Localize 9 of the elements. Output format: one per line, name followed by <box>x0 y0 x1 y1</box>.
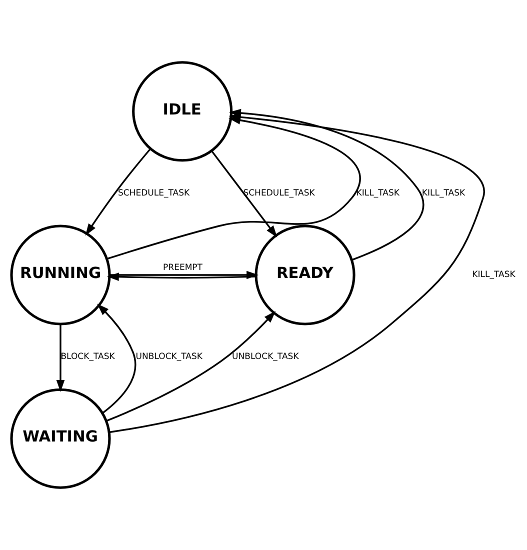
edge-label: KILL_TASK <box>356 188 400 198</box>
edge-label: BLOCK_TASK <box>60 352 115 362</box>
edge-label: SCHEDULE_TASK <box>243 188 315 198</box>
edge-label: KILL_TASK <box>472 270 516 280</box>
edge-label: KILL_TASK <box>422 188 466 198</box>
edge-label: PREEMPT <box>163 262 203 273</box>
edge-label: SCHEDULE_TASK <box>118 188 190 198</box>
edge-label: UNBLOCK_TASK <box>232 352 299 362</box>
edge-label: UNBLOCK_TASK <box>136 352 202 362</box>
